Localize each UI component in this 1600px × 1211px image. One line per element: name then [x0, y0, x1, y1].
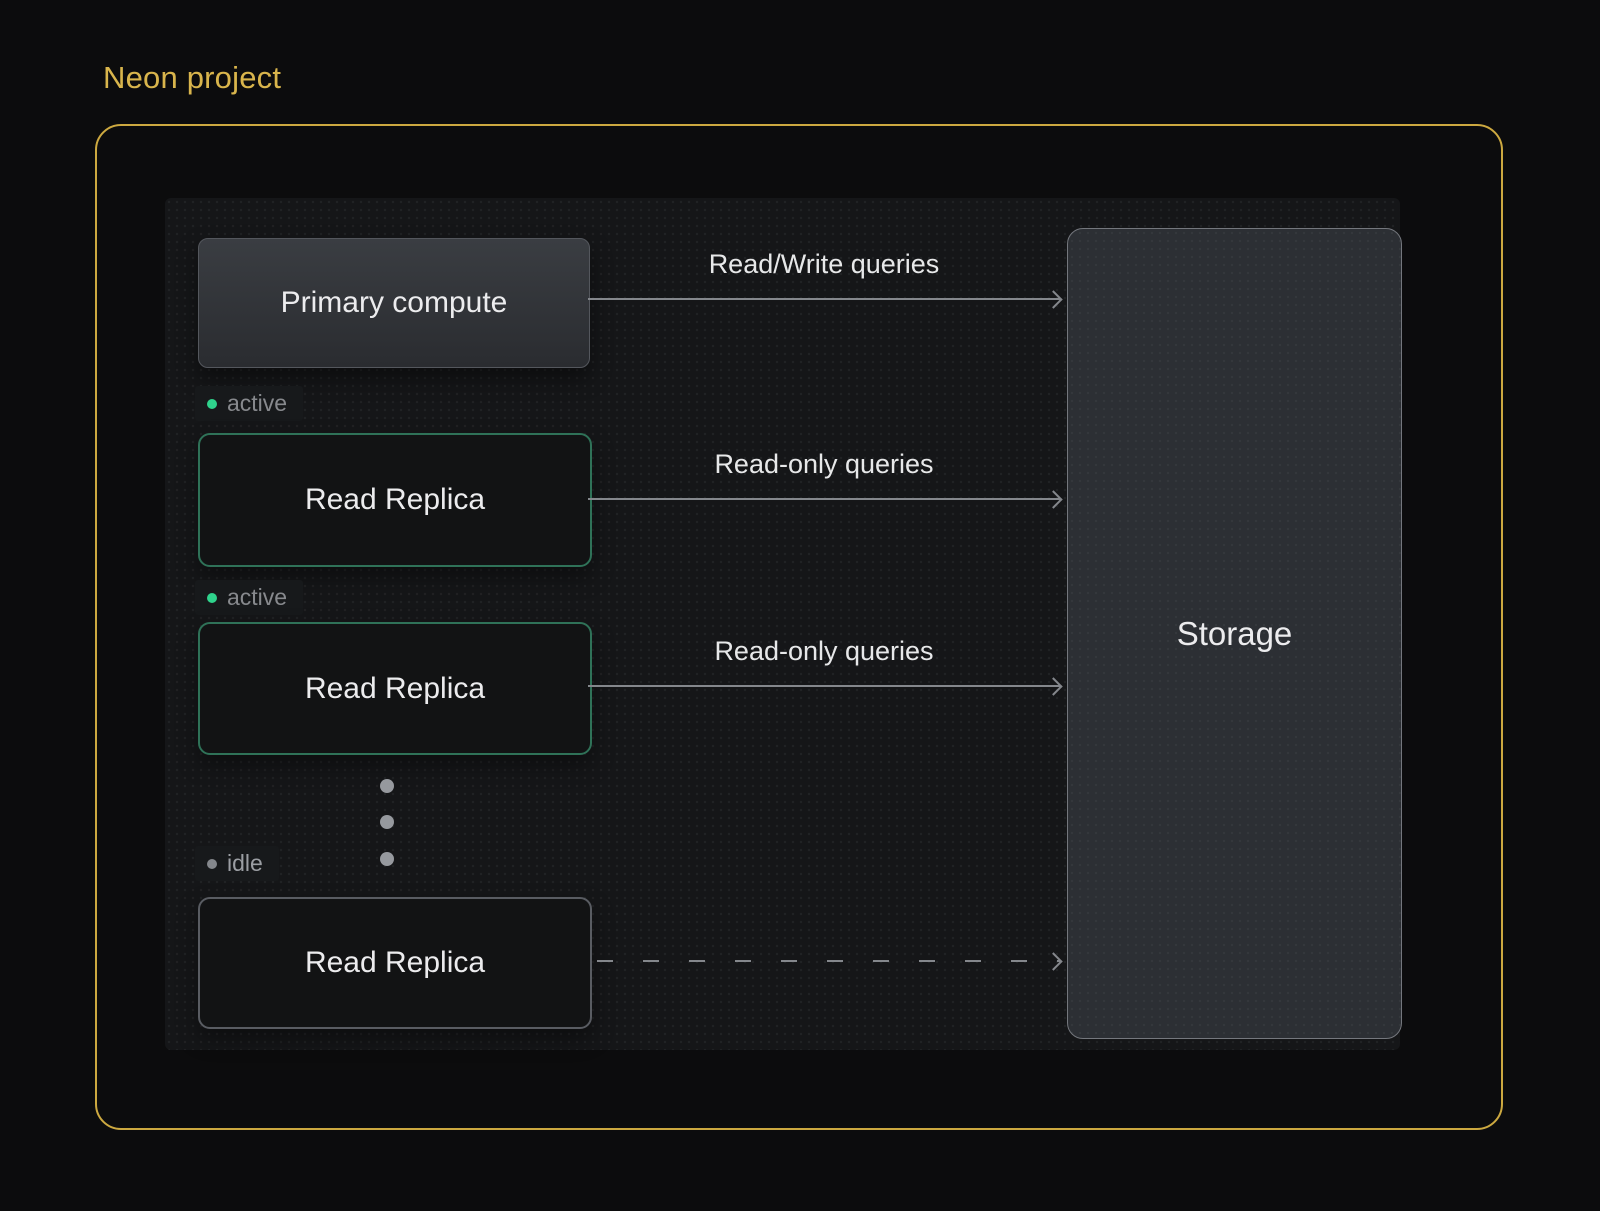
arrow-read-write	[588, 298, 1060, 300]
active-status-dot-icon	[207, 398, 217, 409]
storage-node: Storage	[1067, 228, 1402, 1039]
read-replica-label-1: Read Replica	[304, 483, 486, 516]
read-replica-label-3: Read Replica	[304, 946, 486, 979]
arrow-read-only-1	[588, 498, 1060, 500]
status-badge-active-2: active	[195, 580, 304, 616]
active-status-label-2: active	[227, 584, 288, 610]
primary-compute-node: Primary compute	[198, 238, 590, 368]
arrow-idle-dashed	[597, 960, 1060, 962]
storage-label: Storage	[1176, 614, 1293, 652]
read-replica-node-2: Read Replica	[198, 622, 592, 755]
ellipsis-dot	[380, 779, 394, 793]
active-status-dot-icon	[207, 592, 217, 603]
diagram-panel: Primary compute Read/Write queries activ…	[165, 198, 1402, 1050]
page-title: Neon project	[103, 60, 282, 95]
status-badge-idle: idle	[195, 846, 279, 882]
arrow-label-read-only-2: Read-only queries	[714, 636, 934, 666]
status-badge-active-1: active	[195, 386, 304, 422]
read-replica-node-1: Read Replica	[198, 433, 592, 567]
arrow-read-only-2	[588, 685, 1060, 687]
active-status-label-1: active	[227, 390, 288, 416]
read-replica-node-idle: Read Replica	[198, 897, 592, 1029]
ellipsis-dot	[380, 815, 394, 829]
ellipsis-dot	[380, 852, 394, 866]
idle-status-label: idle	[227, 850, 263, 876]
primary-compute-label: Primary compute	[280, 286, 508, 319]
arrow-label-read-write: Read/Write queries	[708, 249, 940, 279]
idle-status-dot-icon	[207, 858, 217, 869]
project-frame: Primary compute Read/Write queries activ…	[95, 124, 1503, 1130]
read-replica-label-2: Read Replica	[304, 671, 486, 705]
arrow-label-read-only-1: Read-only queries	[714, 449, 934, 479]
